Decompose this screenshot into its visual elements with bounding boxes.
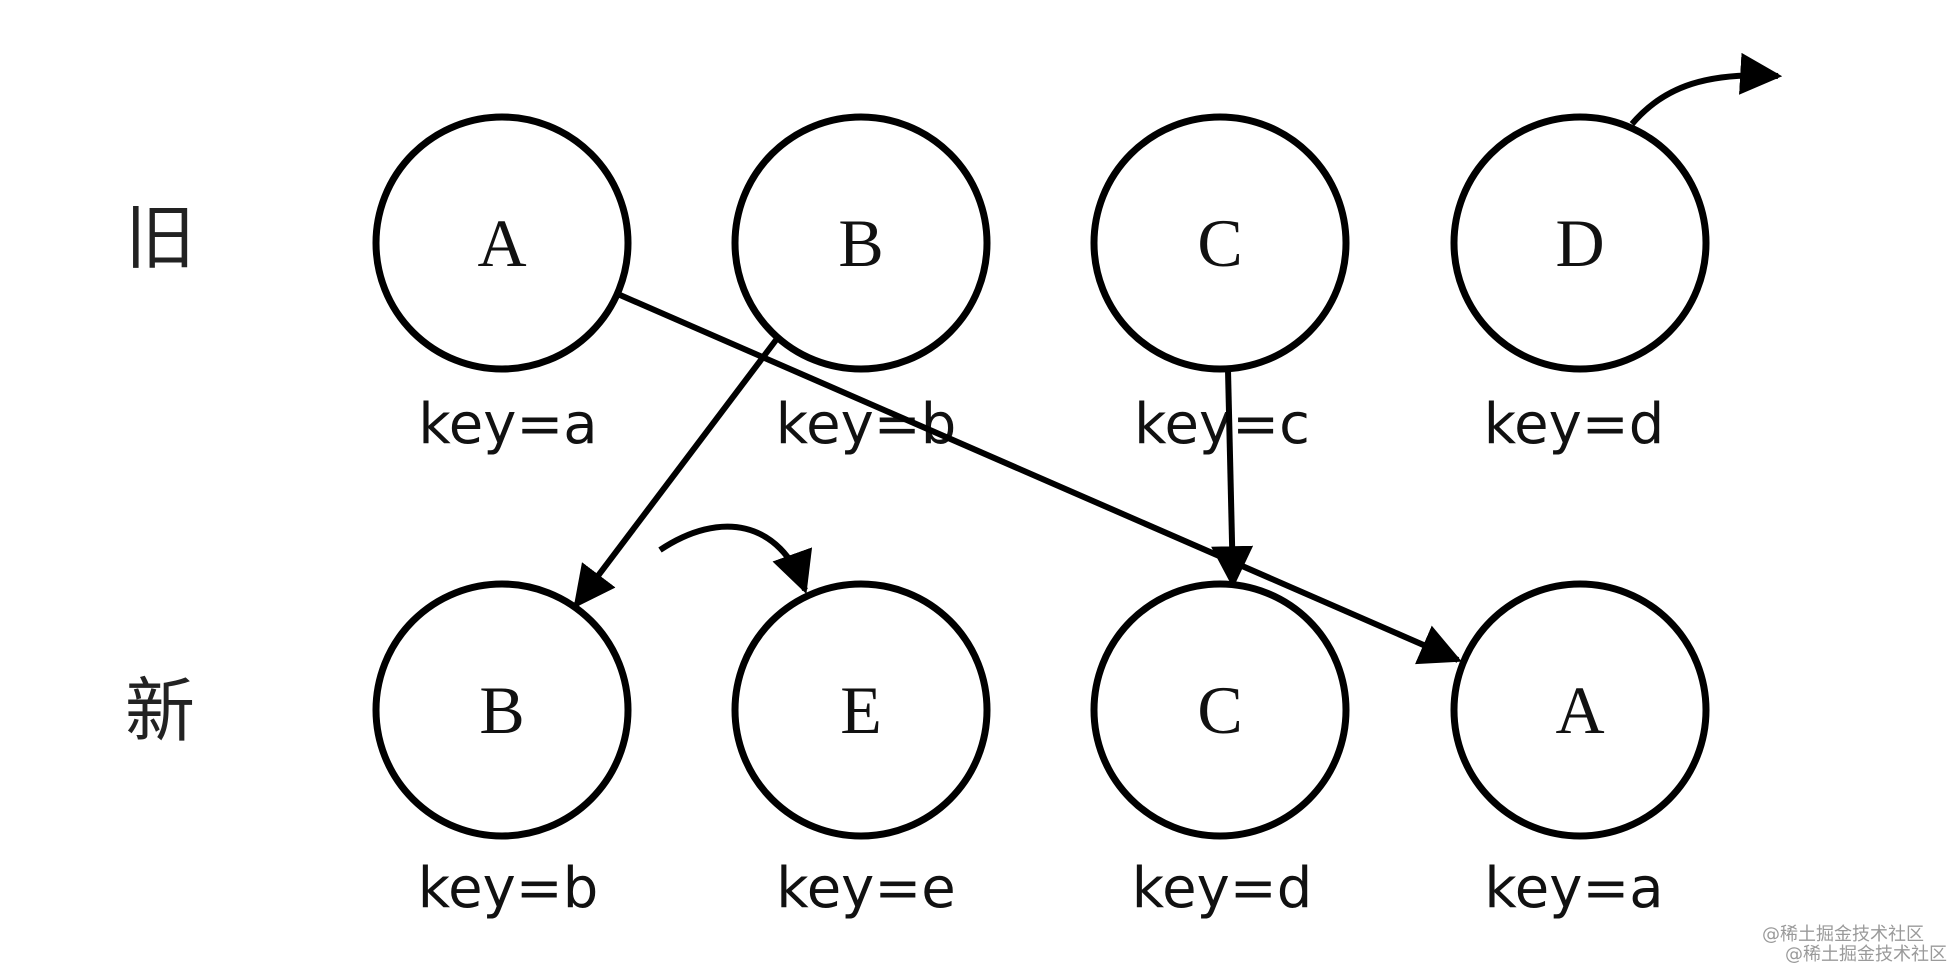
- new-node-b: B: [372, 580, 632, 840]
- new-node-e: E: [731, 580, 991, 840]
- arrow-insert-e: [658, 523, 813, 594]
- old-node-b: B: [731, 113, 991, 373]
- old-node-c-key: key=c: [1134, 392, 1310, 457]
- new-node-c-key: key=d: [1132, 856, 1313, 921]
- new-node-a-key: key=a: [1484, 856, 1663, 921]
- old-node-d: D: [1450, 113, 1710, 373]
- old-node-b-letter: B: [838, 205, 883, 281]
- arrow-old-a-to-new-a: [618, 292, 1462, 665]
- old-node-a-letter: A: [477, 205, 526, 281]
- row-label-new: 新: [125, 670, 195, 752]
- arrow-remove-d: [1629, 52, 1783, 126]
- new-node-e-letter: E: [840, 672, 882, 748]
- new-node-c: C: [1090, 580, 1350, 840]
- arrow-old-c-to-new-c: [1211, 369, 1254, 589]
- old-node-d-letter: D: [1555, 205, 1604, 281]
- new-node-b-key: key=b: [418, 856, 599, 921]
- old-node-a: A: [372, 113, 632, 373]
- new-node-a: A: [1450, 580, 1710, 840]
- new-node-c-letter: C: [1197, 672, 1242, 748]
- new-node-b-letter: B: [479, 672, 524, 748]
- watermark-line-1: @稀土掘金技术社区: [1762, 924, 1924, 945]
- row-label-old: 旧: [125, 197, 195, 279]
- new-node-a-letter: A: [1555, 672, 1604, 748]
- old-node-a-key: key=a: [418, 392, 597, 457]
- watermark-line-2: @稀土掘金技术社区: [1785, 944, 1947, 965]
- old-node-d-key: key=d: [1484, 392, 1665, 457]
- arrow-old-b-to-new-b: [573, 338, 779, 609]
- new-node-e-key: key=e: [776, 856, 955, 921]
- old-node-c: C: [1090, 113, 1350, 373]
- old-node-c-letter: C: [1197, 205, 1242, 281]
